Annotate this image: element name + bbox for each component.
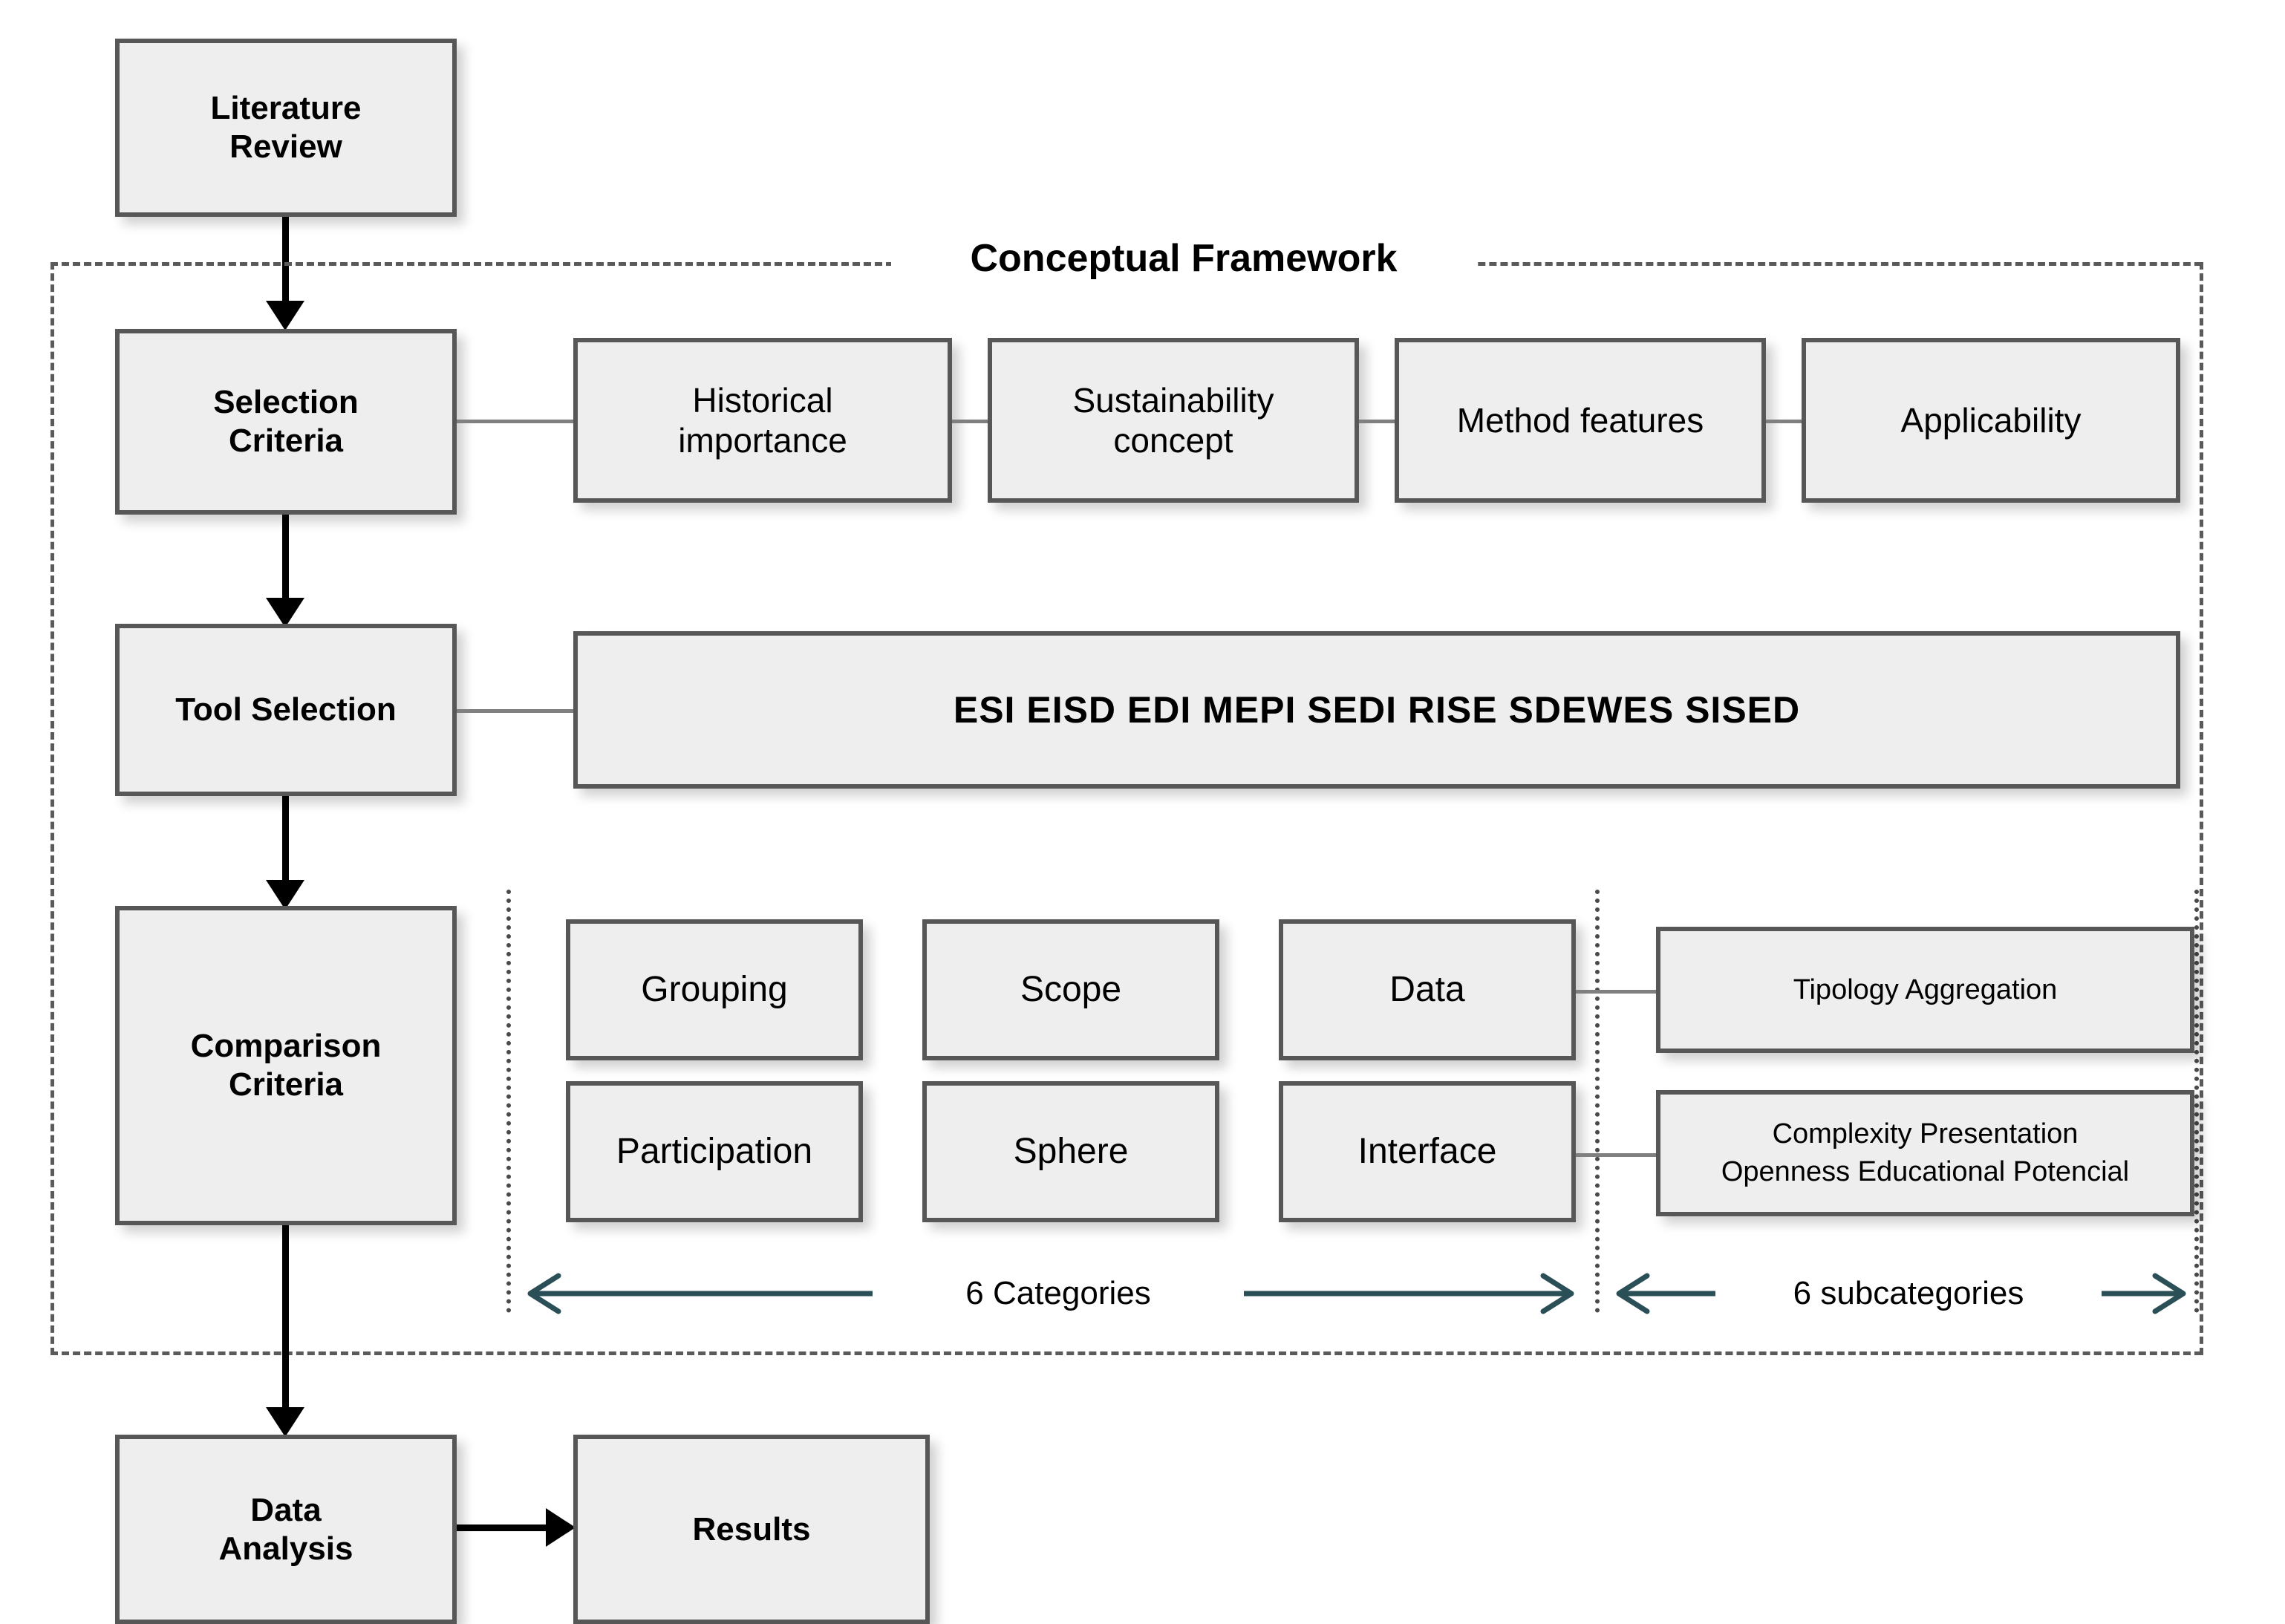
range-arrow-subcategories-label: 6 subcategories — [1715, 1273, 2102, 1314]
box-tool-selection[interactable]: Tool Selection — [115, 624, 457, 796]
box-data-analysis[interactable]: Data Analysis — [115, 1435, 457, 1624]
connector-criteria-2-3 — [1359, 420, 1396, 423]
arrow-comparison-to-analysis-line — [282, 1225, 289, 1415]
connector-criteria-1-2 — [952, 420, 989, 423]
box-literature-review[interactable]: Literature Review — [115, 39, 457, 217]
separator-dotted-right — [2194, 890, 2199, 1313]
subcategory-box-data[interactable]: Tipology Aggregation — [1656, 927, 2194, 1053]
range-arrow-categories-label: 6 Categories — [873, 1273, 1244, 1314]
box-selection-criteria[interactable]: Selection Criteria — [115, 329, 457, 515]
category-box-interface[interactable]: Interface — [1279, 1081, 1576, 1222]
framework-border-bottom — [50, 1351, 2202, 1355]
connector-data-to-subcategories — [1576, 990, 1657, 994]
arrow-comparison-to-analysis-head — [266, 1407, 304, 1437]
criteria-box-sustainability-concept[interactable]: Sustainability concept — [988, 338, 1359, 503]
connector-interface-to-subcategories — [1576, 1153, 1657, 1157]
connector-criteria-3-4 — [1766, 420, 1803, 423]
framework-border-top-left — [50, 262, 904, 266]
arrow-tool-to-comparison-line — [282, 796, 289, 884]
arrow-literature-to-selection-head — [266, 301, 304, 330]
separator-dotted-middle — [1595, 890, 1600, 1313]
arrow-selection-to-tool-head — [266, 598, 304, 627]
arrow-literature-to-selection-line — [282, 217, 289, 306]
criteria-box-historical-importance[interactable]: Historical importance — [573, 338, 952, 503]
connector-selection-to-criteria — [457, 420, 576, 423]
arrow-selection-to-tool-line — [282, 515, 289, 602]
category-box-participation[interactable]: Participation — [566, 1081, 863, 1222]
framework-border-left — [50, 262, 54, 1355]
framework-border-top-right — [1433, 262, 2202, 266]
category-box-grouping[interactable]: Grouping — [566, 919, 863, 1060]
criteria-box-method-features[interactable]: Method features — [1395, 338, 1766, 503]
framework-title: Conceptual Framework — [891, 236, 1476, 281]
separator-dotted-left — [506, 890, 511, 1313]
connector-tool-to-tools — [457, 709, 576, 713]
box-tools-list[interactable]: ESI EISD EDI MEPI SEDI RISE SDEWES SISED — [573, 631, 2180, 789]
arrow-analysis-to-results-line — [457, 1524, 553, 1531]
box-comparison-criteria[interactable]: Comparison Criteria — [115, 906, 457, 1225]
category-box-sphere[interactable]: Sphere — [922, 1081, 1219, 1222]
arrow-tool-to-comparison-head — [266, 880, 304, 910]
box-results[interactable]: Results — [573, 1435, 930, 1624]
criteria-box-applicability[interactable]: Applicability — [1802, 338, 2180, 503]
framework-border-right — [2200, 262, 2203, 1355]
subcategory-box-interface[interactable]: Complexity Presentation Openness Educati… — [1656, 1090, 2194, 1216]
category-box-data[interactable]: Data — [1279, 919, 1576, 1060]
category-box-scope[interactable]: Scope — [922, 919, 1219, 1060]
arrow-analysis-to-results-head — [546, 1508, 576, 1547]
